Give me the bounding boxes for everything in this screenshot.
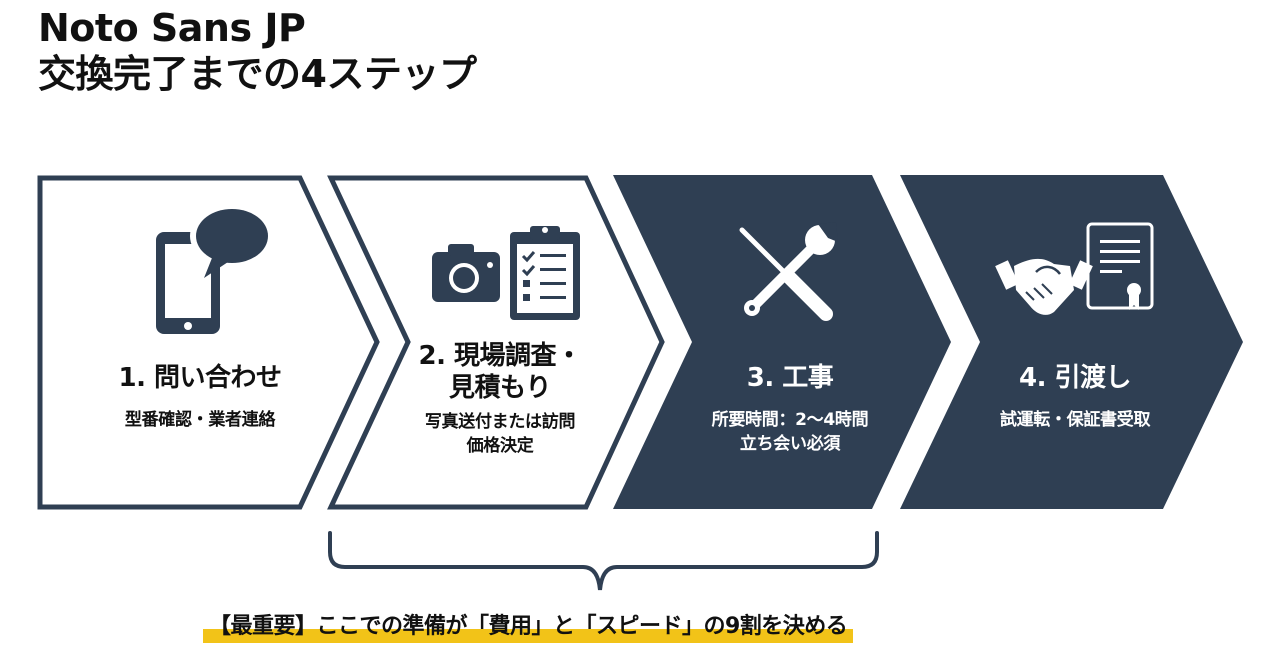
callout-text: 【最重要】ここでの準備が「費用」と「スピード」の9割を決める [209,614,848,639]
grouping-brace [328,531,879,591]
step-2-desc-line2: 価格決定 [466,436,534,456]
step-2-desc-line1: 写真送付または訪問 [424,412,576,432]
title-line-font: Noto Sans JP [38,6,306,50]
key-point-callout: 【最重要】ここでの準備が「費用」と「スピード」の9割を決める [203,607,854,647]
page-title: Noto Sans JP 交換完了までの4ステップ [38,6,477,96]
step-3-desc-line1: 所要時間：2〜4時間 [711,410,869,430]
step-3-panel [613,175,951,509]
handshake-certificate-icon [995,222,1154,315]
title-line-main: 交換完了までの4ステップ [38,51,477,96]
step-1-panel [37,175,380,510]
highlighter-bar [203,629,854,643]
step-2-label-line2: 見積もり [448,373,552,403]
step-4-panel [900,175,1243,509]
step-1-label: 1. 問い合わせ [118,363,282,393]
step-4-desc: 試運転・保証書受取 [999,410,1151,430]
step-3-text: 3. 工事 所要時間：2〜4時間 立ち会い必須 [660,362,920,456]
step-4-text: 4. 引渡し 試運転・保証書受取 [945,362,1205,432]
step-1-text: 1. 問い合わせ 型番確認・業者連絡 [60,362,340,432]
step-1-desc: 型番確認・業者連絡 [124,410,276,430]
step-2-label-line1: 2. 現場調査・ [418,341,582,371]
smartphone-chat-icon [156,204,274,334]
tools-icon [739,222,838,321]
step-4-label: 4. 引渡し [1018,363,1132,393]
step-3-label: 3. 工事 [746,363,834,393]
step-3-desc-line2: 立ち会い必須 [739,434,841,454]
camera-clipboard-icon [432,226,580,320]
step-2-text: 2. 現場調査・ 見積もり 写真送付または訪問 価格決定 [370,340,630,458]
